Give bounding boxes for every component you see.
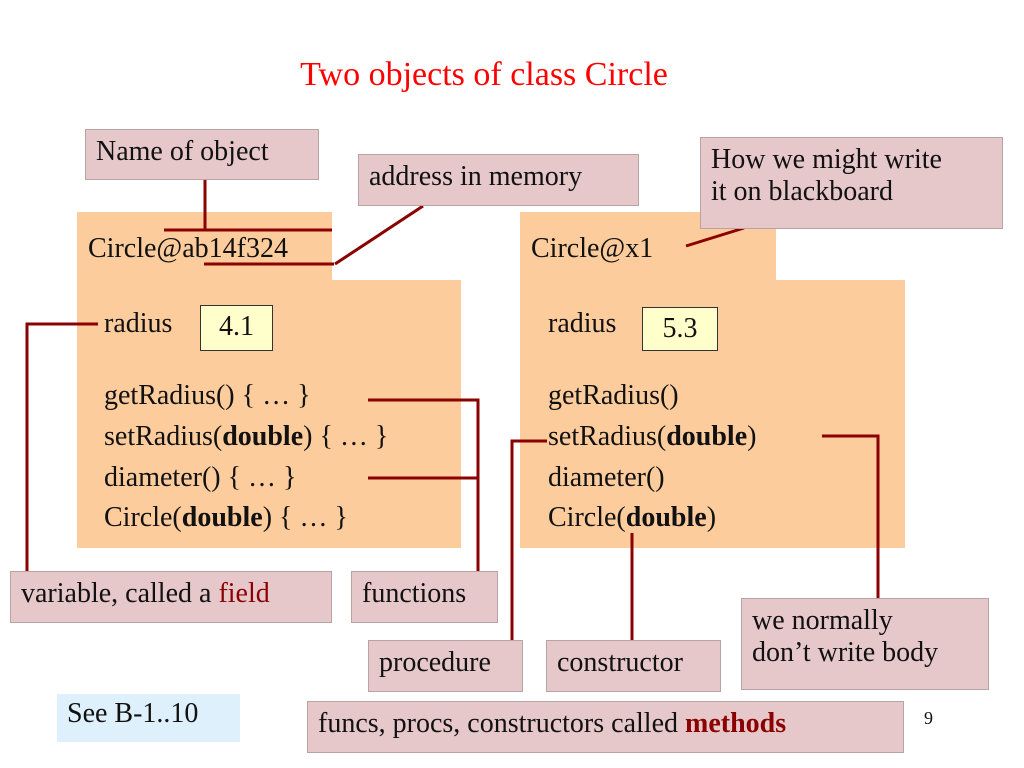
object1-method-2: setRadius(double) { … } bbox=[104, 421, 389, 452]
label-name-of-object: Name of object bbox=[85, 129, 319, 180]
object1-method-1: getRadius() { … } bbox=[104, 380, 311, 411]
label-functions: functions bbox=[351, 571, 498, 623]
object1-field-name: radius bbox=[104, 308, 173, 339]
object2-field-name: radius bbox=[548, 308, 617, 339]
object1-method-4: Circle(double) { … } bbox=[104, 502, 348, 533]
object2-method-2: setRadius(double) bbox=[548, 421, 757, 452]
object2-method-1: getRadius() bbox=[548, 380, 679, 411]
object1-name-prefix: Circle@ bbox=[88, 233, 183, 264]
label-blackboard: How we might write it on blackboard bbox=[700, 137, 1003, 229]
object1-name-address: ab14f324 bbox=[182, 233, 288, 264]
object1-method-3: diameter() { … } bbox=[104, 462, 297, 493]
label-address-in-memory: address in memory bbox=[358, 154, 639, 206]
object1-field-value: 4.1 bbox=[200, 305, 273, 351]
object2-field-value: 5.3 bbox=[642, 307, 718, 351]
connector-address bbox=[334, 204, 424, 266]
object2-name: Circle@x1 bbox=[531, 233, 654, 264]
label-methods: funcs, procs, constructors called method… bbox=[307, 701, 904, 753]
see-reference: See B-1..10 bbox=[57, 694, 240, 742]
slide-title: Two objects of class Circle bbox=[300, 56, 668, 93]
object2-method-3: diameter() bbox=[548, 462, 665, 493]
label-constructor: constructor bbox=[546, 640, 721, 692]
label-no-body: we normally don’t write body bbox=[741, 598, 989, 690]
object1-name: Circle@ab14f324 bbox=[88, 231, 288, 267]
label-procedure: procedure bbox=[368, 640, 523, 692]
label-field: variable, called a field bbox=[10, 571, 332, 623]
page-number: 9 bbox=[924, 708, 933, 728]
object2-method-4: Circle(double) bbox=[548, 502, 717, 533]
